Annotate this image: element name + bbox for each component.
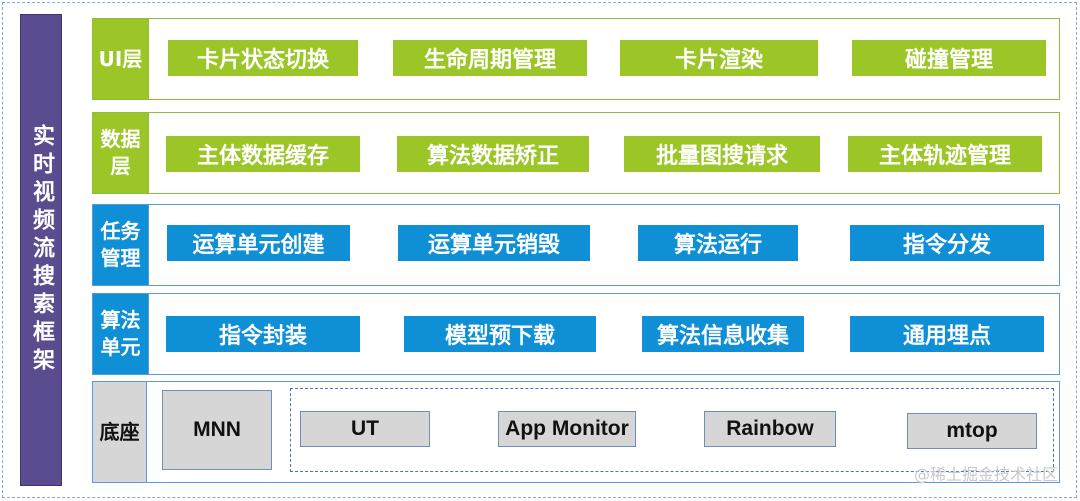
watermark: @稀土掘金技术社区 — [913, 465, 1058, 484]
module-batch-image-search-request: 批量图搜请求 — [624, 136, 820, 172]
base-layer-label: 底座 — [93, 382, 147, 482]
module-general-tracking: 通用埋点 — [850, 316, 1044, 352]
module-algorithm-run: 算法运行 — [638, 225, 798, 261]
framework-title-bar: 实时视频流搜索框架 — [20, 14, 62, 486]
ui-layer-label: UI层 — [93, 19, 149, 99]
base-module-rainbow: Rainbow — [704, 411, 836, 447]
module-model-predownload: 模型预下载 — [404, 316, 596, 352]
module-command-dispatch: 指令分发 — [850, 225, 1044, 261]
module-collision-management: 碰撞管理 — [852, 40, 1046, 76]
base-module-mtop: mtop — [907, 413, 1037, 449]
base-module-app-monitor: App Monitor — [498, 411, 636, 447]
module-subject-trajectory-management: 主体轨迹管理 — [848, 136, 1042, 172]
algorithm-unit-layer-label: 算法 单元 — [93, 294, 149, 374]
base-module-mnn: MNN — [162, 390, 272, 470]
framework-title: 实时视频流搜索框架 — [29, 124, 54, 376]
data-layer-label: 数据 层 — [93, 113, 149, 193]
module-card-state-switch: 卡片状态切换 — [168, 40, 358, 76]
module-algorithm-info-collection: 算法信息收集 — [642, 316, 804, 352]
task-management-layer-label: 任务 管理 — [93, 205, 149, 285]
module-compute-unit-create: 运算单元创建 — [167, 225, 350, 261]
module-lifecycle-management: 生命周期管理 — [393, 40, 587, 76]
module-algorithm-data-correction: 算法数据矫正 — [397, 136, 589, 172]
module-card-rendering: 卡片渲染 — [620, 40, 818, 76]
module-command-encapsulation: 指令封装 — [166, 316, 360, 352]
base-sdk-group — [290, 388, 1054, 472]
base-module-ut: UT — [300, 411, 430, 447]
module-subject-data-cache: 主体数据缓存 — [166, 136, 360, 172]
module-compute-unit-destroy: 运算单元销毁 — [398, 225, 590, 261]
